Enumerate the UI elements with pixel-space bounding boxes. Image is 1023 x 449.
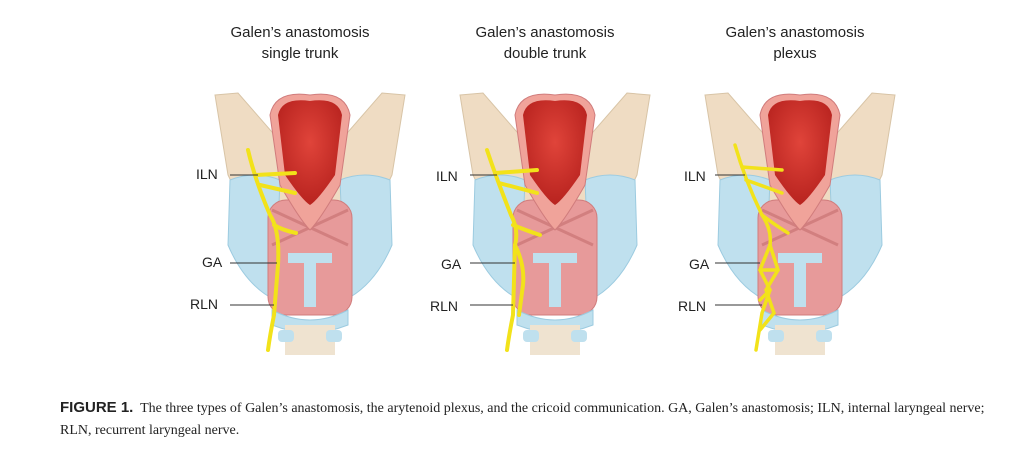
larynx-illustration-single-trunk (200, 85, 420, 355)
panel-title-double-trunk: Galen’s anastomosis double trunk (435, 22, 655, 64)
label-iln: ILN (196, 166, 218, 182)
label-rln: RLN (430, 298, 459, 314)
panel-title-plexus: Galen’s anastomosis plexus (685, 22, 905, 64)
label-ga: GA (689, 256, 710, 272)
title-line: single trunk (261, 45, 339, 62)
panel-title-single-trunk: Galen’s anastomosis single trunk (190, 22, 410, 64)
title-line: Galen’s anastomosis (475, 24, 615, 41)
nerve-double-trunk (485, 148, 542, 352)
label-iln: ILN (684, 168, 706, 184)
nerve-plexus (733, 143, 790, 352)
label-ga: GA (441, 256, 462, 272)
title-line: Galen’s anastomosis (725, 24, 865, 41)
caption-text: The three types of Galen’s anastomosis, … (60, 401, 985, 438)
label-iln: ILN (436, 168, 458, 184)
label-rln: RLN (190, 296, 219, 312)
title-line: double trunk (503, 45, 587, 62)
larynx-illustration-plexus (690, 85, 910, 355)
label-rln: RLN (678, 298, 707, 314)
label-ga: GA (202, 254, 223, 270)
title-line: Galen’s anastomosis (230, 24, 370, 41)
figure-caption: FIGURE 1. The three types of Galen’s ana… (60, 397, 990, 442)
title-line: plexus (773, 45, 817, 62)
nerve-single-trunk (246, 148, 298, 352)
larynx-illustration-double-trunk (445, 85, 665, 355)
caption-label: FIGURE 1. (60, 399, 134, 416)
